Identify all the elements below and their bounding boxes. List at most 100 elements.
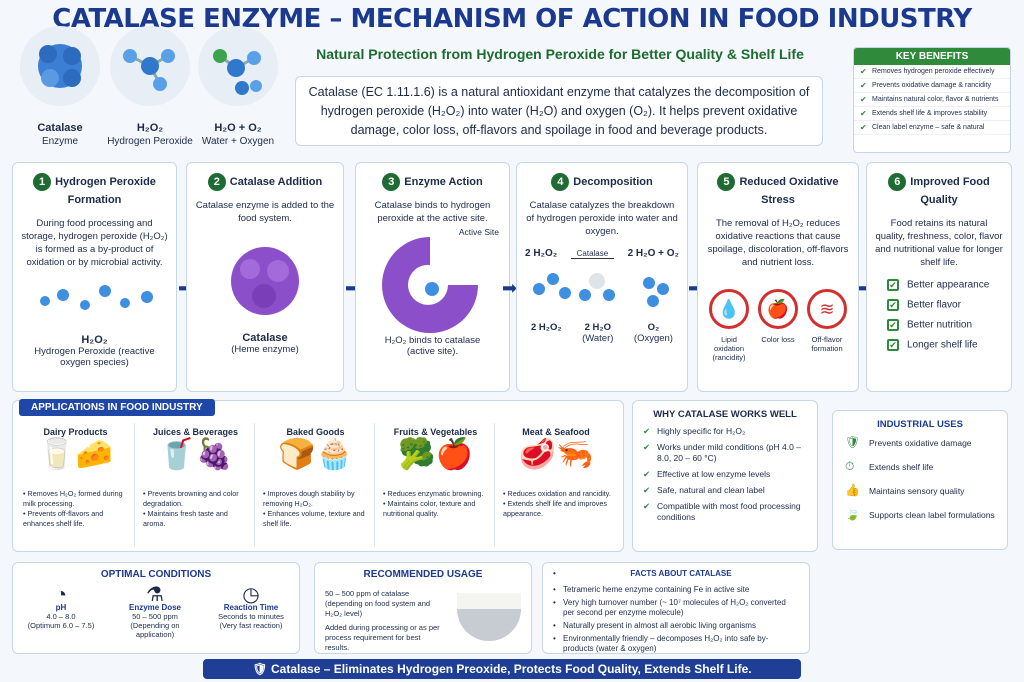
step-title: Improved Food Quality — [910, 176, 990, 206]
stress-icons: 💧Lipid oxidation (rancidity) 🍎Color loss… — [706, 289, 850, 362]
application-dairy: Dairy Products 🥛🧀 Removes H₂O₂ formed du… — [17, 423, 135, 547]
application-point: Extends shelf life and improves appearan… — [503, 499, 613, 519]
page-title: CATALASE ENZYME – MECHANISM OF ACTION IN… — [52, 4, 972, 34]
why-item: Effective at low enzyme levels — [643, 469, 807, 480]
application-point: Reduces enzymatic browning. — [383, 489, 492, 499]
flow-arrow-icon: ➡ — [502, 278, 518, 298]
application-title: Fruits & Vegetables — [393, 427, 478, 437]
facts-heading: FACTS ABOUT CATALASE — [553, 569, 799, 579]
application-meat: Meat & Seafood 🥩🦐 Reduces oxidation and … — [497, 423, 615, 547]
product-label: 2 H₂O₂ — [531, 322, 562, 334]
seafood-icon: 🥩🦐 — [518, 438, 594, 471]
checkbox-icon: ✔ — [887, 339, 899, 352]
catalase-molecule-icon — [20, 26, 100, 106]
why-item: Works under mild conditions (pH 4.0 – 8.… — [643, 442, 807, 464]
usage-text: 50 – 500 ppm of catalase (depending on f… — [325, 589, 445, 653]
equation-catalyst: Catalase — [570, 249, 615, 259]
step-title: Hydrogen Peroxide Formation — [55, 176, 156, 206]
checkbox-icon: ✔ — [887, 279, 899, 292]
application-title: Meat & Seafood — [522, 427, 590, 437]
fact-item: Environmentally friendly – decomposes H₂… — [553, 634, 799, 654]
why-item: Safe, natural and clean label — [643, 485, 807, 496]
shield-icon: 🛡 — [845, 435, 861, 449]
h2o2-molecule-icon — [110, 26, 190, 106]
juice-icon: 🥤🍇 — [158, 438, 233, 471]
fact-item: Naturally present in almost all aerobic … — [553, 621, 799, 631]
industrial-item: 🛡Prevents oxidative damage — [845, 435, 972, 449]
application-title: Juices & Beverages — [152, 427, 239, 437]
recommended-usage-panel: RECOMMENDED USAGE 50 – 500 ppm of catala… — [314, 562, 532, 654]
product-label: O₂(Oxygen) — [633, 322, 673, 345]
catalase-enzyme-icon — [231, 247, 299, 316]
step-number: 6 — [888, 173, 907, 191]
application-point: Maintains fresh taste and aroma. — [143, 509, 252, 529]
intro-text: Catalase (EC 1.11.1.6) is a natural anti… — [295, 76, 823, 146]
key-benefit-item: Prevents oxidative damage & rancidity — [854, 79, 1010, 93]
reaction-equation: 2 H₂O₂ Catalase 2 H₂O + O₂ — [525, 248, 679, 259]
active-site-label: Active Site — [458, 227, 499, 238]
step-description: Catalase catalyzes the breakdown of hydr… — [526, 200, 678, 238]
enzyme-active-site-figure: Active Site — [364, 225, 501, 335]
clock-icon: ⏱ — [845, 459, 855, 473]
application-point: Maintains color, texture and nutritional… — [383, 499, 492, 519]
why-catalase-panel: WHY CATALASE WORKS WELL Highly specific … — [632, 400, 818, 552]
industrial-heading: INDUSTRIAL USES — [877, 419, 963, 430]
equation-reactant: 2 H₂O₂ — [525, 248, 558, 260]
application-title: Dairy Products — [43, 427, 108, 437]
oil-drop-icon: 💧 — [709, 289, 749, 330]
product-labels: 2 H₂O₂ 2 H₂O(Water) O₂(Oxygen) — [525, 322, 679, 344]
bread-icon: 🍞🧁 — [278, 438, 353, 471]
thumbs-up-icon: 👍 — [845, 483, 860, 497]
clock-icon: ◷ — [242, 584, 260, 606]
step-caption: H₂O₂ binds to catalase — [384, 335, 481, 347]
key-benefit-item: Extends shelf life & improves stability — [854, 107, 1010, 121]
rancidity-item: 💧Lipid oxidation (rancidity) — [706, 289, 752, 362]
industrial-item: 👍Maintains sensory quality — [845, 483, 965, 497]
footer-text: Catalase – Eliminates Hydrogen Preoxide,… — [271, 662, 752, 676]
checkbox-icon: ✔ — [887, 299, 899, 312]
usage-line: Added during processing or as per proces… — [325, 623, 440, 652]
applications-heading: APPLICATIONS IN FOOD INDUSTRY — [19, 399, 215, 416]
step-title: Catalase Addition — [229, 176, 323, 188]
step-caption-sub: (active site). — [406, 346, 459, 358]
water-oxygen-molecule-icon — [198, 26, 278, 106]
off-flavor-item: ≋Off-flavor formation — [804, 289, 850, 362]
industrial-uses-panel: INDUSTRIAL USES 🛡Prevents oxidative dama… — [832, 410, 1008, 550]
step-caption-sub: Hydrogen Peroxide (reactive oxygen speci… — [34, 346, 155, 369]
footer-banner: 🛡 Catalase – Eliminates Hydrogen Preoxid… — [203, 659, 801, 679]
fact-item: Very high turnover number (~ 10⁷ molecul… — [553, 598, 799, 618]
step-description: During food processing and storage, hydr… — [21, 218, 168, 269]
application-point: Enhances volume, texture and shelf life. — [263, 509, 372, 529]
key-benefit-item: Maintains natural color, flavor & nutrie… — [854, 93, 1010, 107]
odor-icon: ≋ — [807, 289, 847, 330]
quality-check-item: ✔Longer shelf life — [887, 339, 1003, 352]
step-title: Enzyme Action — [404, 176, 483, 188]
application-point: Improves dough stability by removing H₂O… — [263, 489, 372, 509]
page-subtitle: Natural Protection from Hydrogen Peroxid… — [316, 46, 804, 62]
color-loss-item: 🍎Color loss — [755, 289, 801, 362]
dairy-icon: 🥛🧀 — [38, 438, 113, 471]
application-juices: Juices & Beverages 🥤🍇 Prevents browning … — [137, 423, 255, 547]
step-description: The removal of H₂O₂ reduces oxidative re… — [707, 218, 849, 269]
key-benefits-panel: KEY BENEFITS Removes hydrogen peroxide e… — [853, 47, 1011, 153]
step-title: Decomposition — [573, 176, 653, 188]
usage-heading: RECOMMENDED USAGE — [363, 569, 483, 580]
vegetable-icon: 🥦🍎 — [398, 438, 473, 471]
step-description: Food retains its natural quality, freshn… — [875, 218, 1003, 269]
quality-check-item: ✔Better flavor — [887, 299, 1003, 312]
fact-item: Tetrameric heme enzyme containing Fe in … — [553, 585, 799, 595]
applications-panel: APPLICATIONS IN FOOD INDUSTRY Dairy Prod… — [12, 399, 624, 552]
powder-bowl-icon — [457, 593, 521, 641]
step-description: Catalase binds to hydrogen peroxide at t… — [374, 200, 491, 225]
key-benefit-item: Removes hydrogen peroxide effectively — [854, 65, 1010, 79]
